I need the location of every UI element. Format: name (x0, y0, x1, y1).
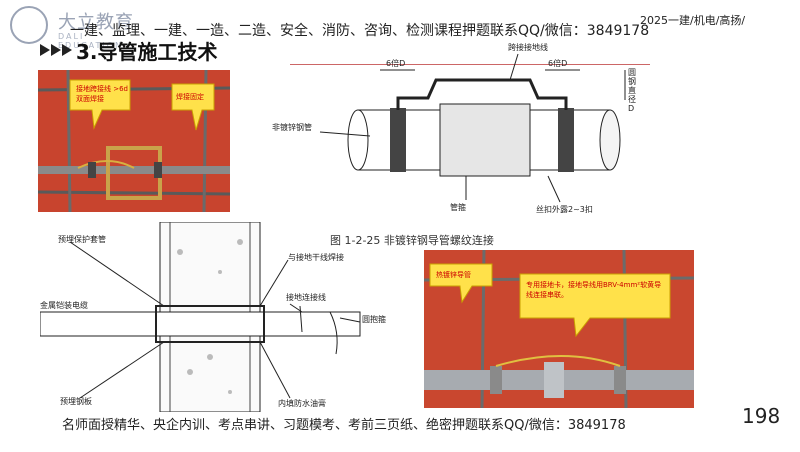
brand-logo: 大立教育 DALI EDUCATION (10, 6, 140, 50)
photo-ground-clamp: 热镀锌导管 专用接地卡，接地导线用BRV-4mm²软黄导线连接串联。 (424, 250, 694, 408)
label-pipe: 非镀锌钢管 (272, 123, 312, 132)
photo-conduit-box: 接地跨接线 >6d双面焊接 焊接固定 (38, 70, 230, 212)
section-title: 3.导管施工技术 (76, 40, 218, 64)
diagram-cable-wall: 预埋保护套管 与接地干线焊接 接地连接线 金属铠装电缆 圆抱箍 预埋钢板 内填防… (39, 221, 400, 413)
bubble-ground-jumper: 接地跨接线 >6d双面焊接 (76, 85, 128, 103)
label-six-d-right: 6倍D (548, 59, 568, 68)
label-coupling: 管箍 (450, 203, 466, 212)
bubble-weld-fix: 焊接固定 (176, 93, 204, 101)
label-six-d-left: 6倍D (386, 59, 406, 68)
title-arrows-icon (40, 44, 72, 56)
course-contact-line: 一建、监理、一建、一造、二造、安全、消防、咨询、检测课程押题联系QQ/微信：38… (70, 23, 650, 39)
figure-caption: 图 1-2-25 非镀锌钢导管螺纹连接 (330, 234, 494, 247)
label-thread: 丝扣外露2~3扣 (536, 205, 593, 214)
label-ground-wire: 跨接接地线 (508, 43, 548, 52)
bubble-galvanized-conduit: 热镀锌导管 (436, 271, 471, 279)
brand-name: 大立教育 (58, 12, 134, 33)
diagram-threaded-connection: 非镀锌钢管 管箍 丝扣外露2~3扣 6倍D 6倍D 圆钢直径D 跨接接地线 图 … (240, 40, 650, 250)
footer-contact-line: 名师面授精华、央企内训、考点串讲、习题模考、考前三页纸、绝密押题联系QQ/微信：… (62, 418, 626, 433)
label-bend-diameter: 圆钢直径D (628, 68, 636, 113)
label-cable: 金属铠装电缆 (40, 301, 88, 310)
bubble-ground-clamp: 专用接地卡，接地导线用BRV-4mm²软黄导线连接串联。 (526, 281, 662, 299)
course-tag: 2025一建/机电/高扬/ (640, 14, 746, 27)
label-weld-to-main: 与接地干线焊接 (288, 253, 344, 262)
brand-subtitle: DALI EDUCATION (58, 32, 124, 50)
logo-emblem-icon (10, 6, 48, 44)
page-number: 198 (742, 404, 781, 428)
label-ground-connection: 接地连接线 (286, 293, 326, 302)
label-sealant: 内填防水油膏 (278, 399, 326, 408)
label-clamp: 圆抱箍 (362, 315, 386, 324)
label-sleeve: 预埋保护套管 (58, 235, 106, 244)
title-divider (290, 64, 650, 65)
label-plate: 预埋钢板 (60, 397, 92, 406)
